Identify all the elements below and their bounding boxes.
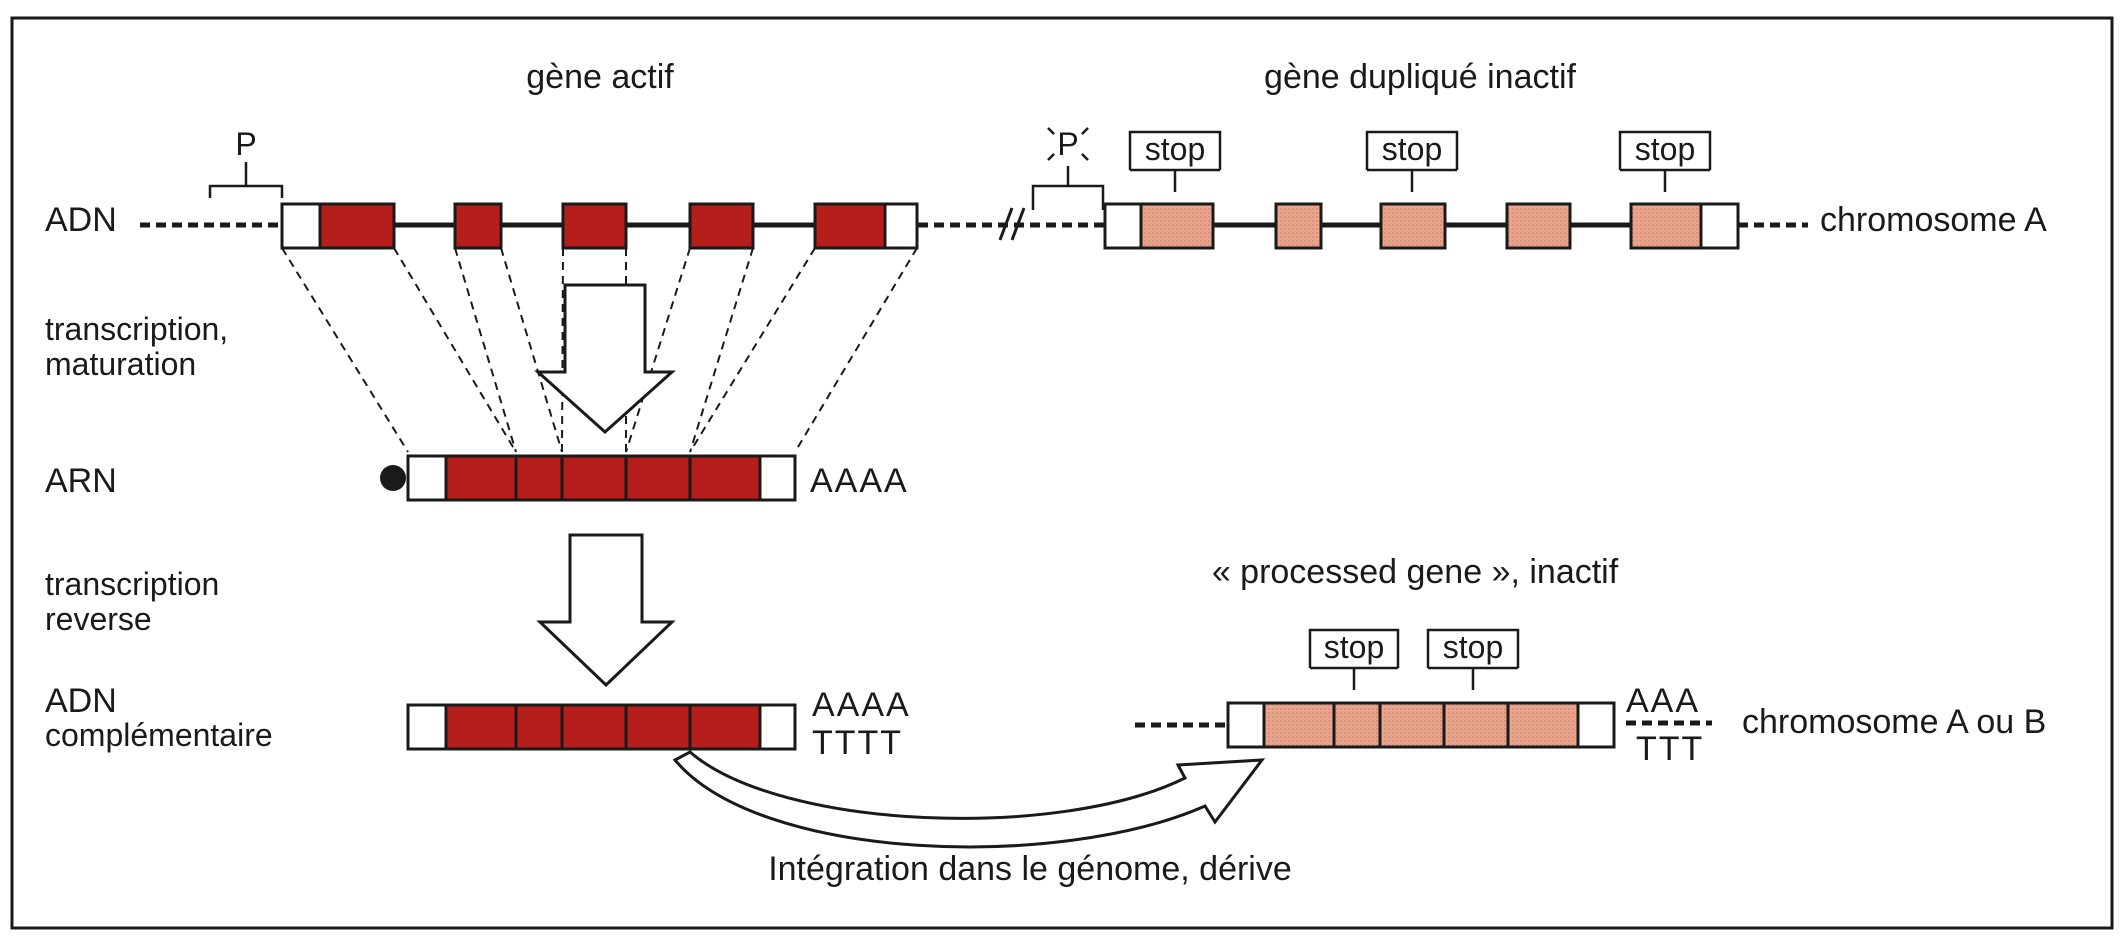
cdna-utr-5 [406, 703, 448, 751]
cdna-exon-1 [444, 703, 518, 751]
processed-utr-5 [1226, 701, 1266, 749]
svg-text:stop: stop [1382, 131, 1442, 167]
processed-exon-1 [1262, 701, 1336, 749]
processed-exon-3 [1378, 701, 1446, 749]
rna-exon-4 [624, 454, 692, 502]
curved-arrow-icon [672, 750, 1266, 849]
utr-5-inactive [1103, 202, 1143, 250]
stop-marker-processed-2: stop [1426, 628, 1520, 690]
processed-exon-2 [1332, 701, 1382, 749]
row-label-adn: ADN [45, 201, 117, 239]
polya-processed: AAA [1626, 682, 1700, 720]
rna-exon-1 [444, 454, 518, 502]
polyt-processed: TTT [1636, 730, 1704, 768]
row-label-arn: ARN [45, 462, 117, 500]
hollow-arrow-down-icon [534, 283, 676, 435]
exon-active-3 [561, 202, 628, 250]
hollow-arrow-down-icon-2 [536, 533, 676, 688]
promoter-active: P [208, 126, 284, 198]
exon-inactive-1 [1139, 202, 1215, 250]
svg-text:stop: stop [1635, 131, 1695, 167]
processed-exon-4 [1442, 701, 1510, 749]
exon-active-2 [453, 202, 503, 250]
cdna-exon-5 [688, 703, 762, 751]
exon-active-4 [688, 202, 755, 250]
exon-inactive-5 [1629, 202, 1703, 250]
chromosome-a-ou-b-label: chromosome A ou B [1742, 703, 2046, 741]
rna-utr-5 [406, 454, 448, 502]
svg-text:stop: stop [1145, 131, 1205, 167]
row-label-adn-complementaire-1: ADN [45, 682, 117, 720]
row-label-transcription: transcription, [45, 311, 228, 347]
rna-exon-2 [514, 454, 564, 502]
double-slash-break-icon [998, 207, 1026, 241]
cdna-exon-4 [624, 703, 692, 751]
exon-active-5 [813, 202, 887, 250]
promoter-broken: P [1031, 126, 1105, 210]
polya-rna: AAAA [810, 462, 909, 500]
utr-5-active [280, 202, 322, 250]
cdna-exon-3 [560, 703, 628, 751]
heading-duplicated-inactive-gene: gène dupliqué inactif [1264, 58, 1576, 96]
stop-marker-processed-1: stop [1308, 628, 1400, 690]
svg-text:P: P [235, 126, 256, 162]
row-label-maturation: maturation [45, 346, 196, 382]
exon-inactive-2 [1274, 202, 1323, 250]
utr-3-inactive [1699, 202, 1740, 250]
rna-utr-3 [758, 454, 797, 502]
integration-caption: Intégration dans le génome, dérive [768, 850, 1292, 888]
row-label-transcription-reverse-2: reverse [45, 601, 152, 637]
rna-exon-3 [560, 454, 628, 502]
stop-marker-3: stop [1618, 130, 1712, 192]
heading-processed-gene: « processed gene », inactif [1212, 553, 1619, 591]
utr-3-active [883, 202, 919, 250]
cdna-utr-3 [758, 703, 797, 751]
stop-marker-1: stop [1128, 130, 1222, 192]
rna-exon-5 [688, 454, 762, 502]
svg-text:P: P [1057, 126, 1078, 162]
exon-inactive-3 [1379, 202, 1447, 250]
row-label-adn-complementaire-2: complémentaire [45, 717, 273, 753]
chromosome-a-label: chromosome A [1820, 201, 2047, 239]
figure-frame [10, 16, 2114, 930]
cap-dot-icon [380, 465, 406, 491]
svg-text:stop: stop [1324, 629, 1384, 665]
processed-exon-5 [1506, 701, 1580, 749]
heading-active-gene: gène actif [526, 58, 674, 96]
svg-text:stop: stop [1443, 629, 1503, 665]
polyt-cdna: TTTT [812, 724, 903, 762]
exon-active-1 [318, 202, 396, 250]
row-label-transcription-reverse-1: transcription [45, 566, 219, 602]
exon-inactive-4 [1505, 202, 1572, 250]
polya-cdna: AAAA [812, 686, 911, 724]
stop-marker-2: stop [1365, 130, 1459, 192]
cdna-exon-2 [514, 703, 564, 751]
processed-utr-3 [1576, 701, 1616, 749]
